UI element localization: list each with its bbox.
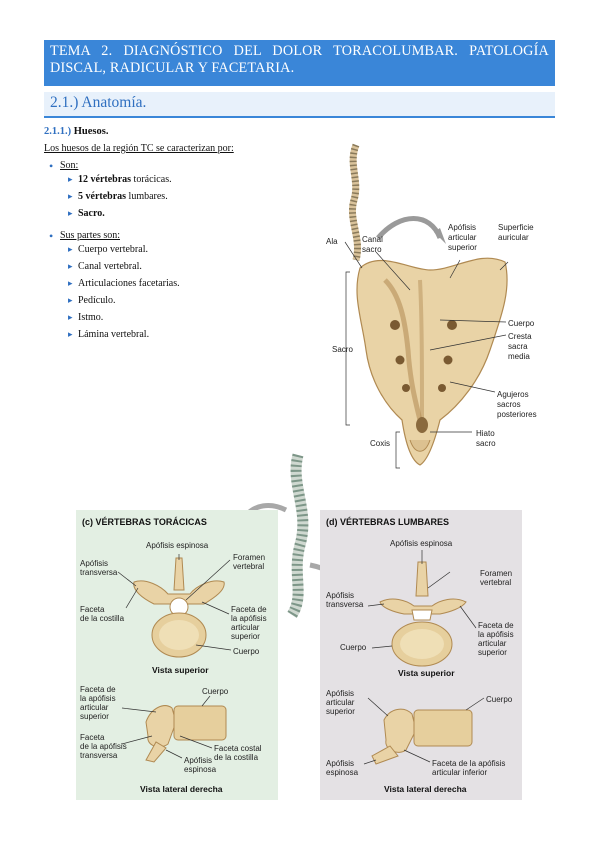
figure-label: articular xyxy=(231,623,260,632)
figure-label: Apófisis espinosa xyxy=(390,539,453,548)
figure-label: Coxis xyxy=(370,439,390,448)
figure-label: Apófisis xyxy=(184,756,212,765)
figure-label: superior xyxy=(448,243,477,252)
figure-label: Vista superior xyxy=(398,668,455,678)
figure-label: Faceta costal xyxy=(214,744,262,753)
thoracic-lateral-illustration xyxy=(145,705,227,763)
figure-label: Apófisis xyxy=(448,223,476,232)
subsection-number: 2.1.1.) xyxy=(44,126,72,137)
list-item: Istmo. xyxy=(68,312,180,329)
figure-label: sacro xyxy=(476,439,496,448)
figure-label: espinosa xyxy=(326,768,359,777)
figure-label: Apófisis xyxy=(326,689,354,698)
figure-label: Apófisis espinosa xyxy=(146,541,209,550)
figure-label: Hiato xyxy=(476,429,495,438)
figure-label: Foramen xyxy=(480,569,512,578)
list-group-partes: Sus partes son: Cuerpo vertebral. Canal … xyxy=(48,229,180,346)
figure-label: Cresta xyxy=(508,332,532,341)
figure-label: Faceta xyxy=(80,605,105,614)
list-group-son: Son: 12 vértebras torácicas. 5 vértebras… xyxy=(48,159,180,225)
figure-label: de la costilla xyxy=(80,614,125,623)
figure-label: sacros xyxy=(497,400,521,409)
figure-label: la apófisis xyxy=(80,694,116,703)
list-item: Pedículo. xyxy=(68,295,180,312)
list-item: Articulaciones facetarias. xyxy=(68,278,180,295)
figure-label: sacra xyxy=(508,342,528,351)
figure-label: Vista superior xyxy=(152,665,209,675)
subsection-label: Huesos. xyxy=(73,126,109,137)
thoracic-superior-illustration xyxy=(133,557,225,658)
figure-label: Canal xyxy=(362,235,383,244)
figure-label: transversa xyxy=(326,600,364,609)
figure-label: Faceta de xyxy=(231,605,267,614)
figure-label: superior xyxy=(478,648,507,657)
list-item: Canal vertebral. xyxy=(68,261,180,278)
figure-label: vertebral xyxy=(480,578,511,587)
figure-label: articular xyxy=(478,639,507,648)
figure-label: Sacro xyxy=(332,345,353,354)
figure-label: media xyxy=(508,352,530,361)
figure-label: Faceta de xyxy=(80,685,116,694)
figure-label: transversa xyxy=(80,751,118,760)
figure-label: transversa xyxy=(80,568,118,577)
section-heading: 2.1.) Anatomía. xyxy=(44,92,555,118)
figure-label: articular xyxy=(80,703,109,712)
figure-label: articular xyxy=(326,698,355,707)
list-item: 5 vértebras lumbares. xyxy=(68,191,180,208)
figure-label: auricular xyxy=(498,233,529,242)
lumbar-superior-illustration xyxy=(379,561,467,667)
figure-label: Vista lateral derecha xyxy=(140,784,223,794)
figure-label: Vista lateral derecha xyxy=(384,784,467,794)
figure-label: Foramen xyxy=(233,553,265,562)
figure-label: vertebral xyxy=(233,562,264,571)
figure-label: Ala xyxy=(326,237,338,246)
figure-label: Apófisis xyxy=(80,559,108,568)
figure-label: articular inferior xyxy=(432,768,487,777)
group-label: Sus partes son: xyxy=(60,230,120,241)
figure-label: Cuerpo xyxy=(508,319,535,328)
figure-label: Apófisis xyxy=(326,591,354,600)
list-item: Cuerpo vertebral. xyxy=(68,244,180,261)
figure-label: la apófisis xyxy=(231,614,267,623)
figure-label: Cuerpo xyxy=(486,695,513,704)
figure-label: superior xyxy=(80,712,109,721)
list-item: Lámina vertebral. xyxy=(68,329,180,346)
figure-label: Agujeros xyxy=(497,390,529,399)
arrow-icon xyxy=(376,216,443,240)
figure-label: articular xyxy=(448,233,477,242)
subsection-heading: 2.1.1.) Huesos. xyxy=(44,126,108,137)
document-title: TEMA 2. DIAGNÓSTICO DEL DOLOR TORACOLUMB… xyxy=(44,40,555,86)
list-item: 12 vértebras torácicas. xyxy=(68,174,180,191)
figure-label: Faceta de xyxy=(478,621,514,630)
panel-title: (d) VÉRTEBRAS LUMBARES xyxy=(326,517,449,527)
figure-label: de la apófisis xyxy=(80,742,127,751)
figure-label: superior xyxy=(326,707,355,716)
thoracic-vertebrae-panel: (c) VÉRTEBRAS TORÁCICAS Vista superior V… xyxy=(76,510,278,800)
intro-text: Los huesos de la región TC se caracteriz… xyxy=(44,143,234,154)
figure-label: sacro xyxy=(362,245,382,254)
figure-label: posteriores xyxy=(497,410,537,419)
figure-label: Faceta de la apófisis xyxy=(432,759,505,768)
figure-label: Cuerpo xyxy=(202,687,229,696)
lumbar-lateral-illustration xyxy=(371,708,473,765)
panel-title: (c) VÉRTEBRAS TORÁCICAS xyxy=(82,517,207,527)
bullet-list: Son: 12 vértebras torácicas. 5 vértebras… xyxy=(48,159,180,346)
figure-label: la apófisis xyxy=(478,630,514,639)
group-label: Son: xyxy=(60,160,79,171)
figure-label: Apófisis xyxy=(326,759,354,768)
sacrum-figure: Ala Canal sacro Apófisis articular super… xyxy=(326,143,537,469)
figure-label: Superficie xyxy=(498,223,534,232)
lumbar-vertebrae-panel: (d) VÉRTEBRAS LUMBARES Vista superior Vi… xyxy=(320,510,522,800)
figure-label: de la costilla xyxy=(214,753,259,762)
figure-label: Faceta xyxy=(80,733,105,742)
figure-label: espinosa xyxy=(184,765,217,774)
figure-label: Cuerpo xyxy=(340,643,367,652)
figure-label: Cuerpo xyxy=(233,647,260,656)
spine-icon xyxy=(349,143,361,261)
list-item: Sacro. xyxy=(68,208,180,225)
figure-label: superior xyxy=(231,632,260,641)
sacrum-illustration xyxy=(356,257,508,466)
